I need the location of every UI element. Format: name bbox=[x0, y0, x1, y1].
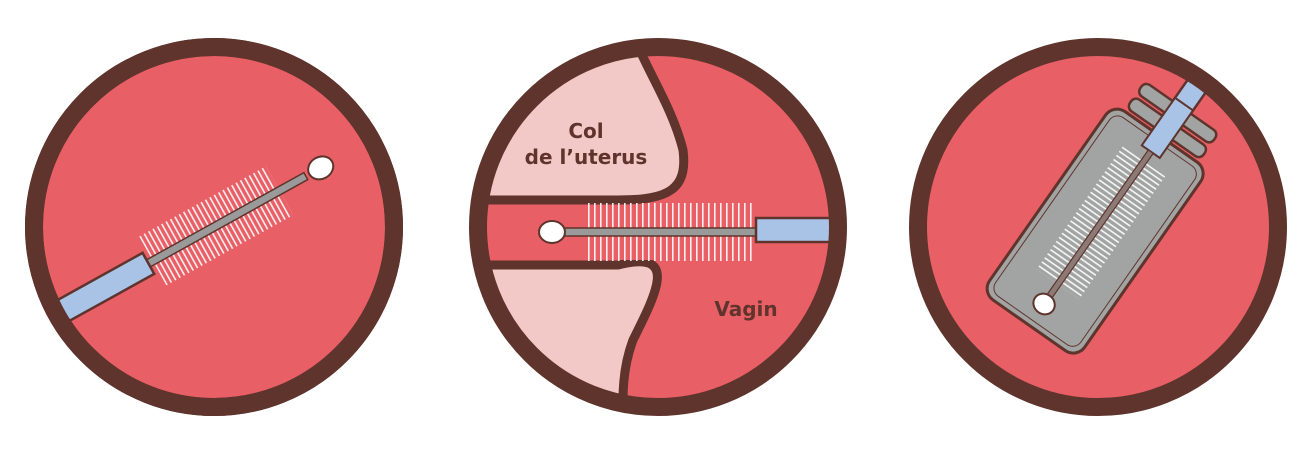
panel-step-1 bbox=[0, 0, 438, 460]
tube-circle-illustration bbox=[909, 38, 1287, 416]
insertion-circle-illustration: Col de l’uterus Vagin bbox=[469, 38, 847, 416]
cervix-label-line2: de l’uterus bbox=[525, 145, 648, 169]
brush-circle-illustration bbox=[25, 38, 403, 416]
brush-tip-icon bbox=[538, 220, 566, 244]
cervix-upper bbox=[479, 48, 689, 205]
panel-step-2: Col de l’uterus Vagin bbox=[438, 0, 876, 460]
panel-step-3 bbox=[876, 0, 1314, 460]
brush-handle bbox=[754, 216, 837, 244]
brush-tip-icon bbox=[307, 155, 335, 181]
cervix-label-line1: Col bbox=[568, 119, 603, 143]
vagina-label: Vagin bbox=[714, 297, 777, 321]
brush-shaft bbox=[557, 227, 759, 237]
brush-tip-icon bbox=[1032, 292, 1056, 316]
